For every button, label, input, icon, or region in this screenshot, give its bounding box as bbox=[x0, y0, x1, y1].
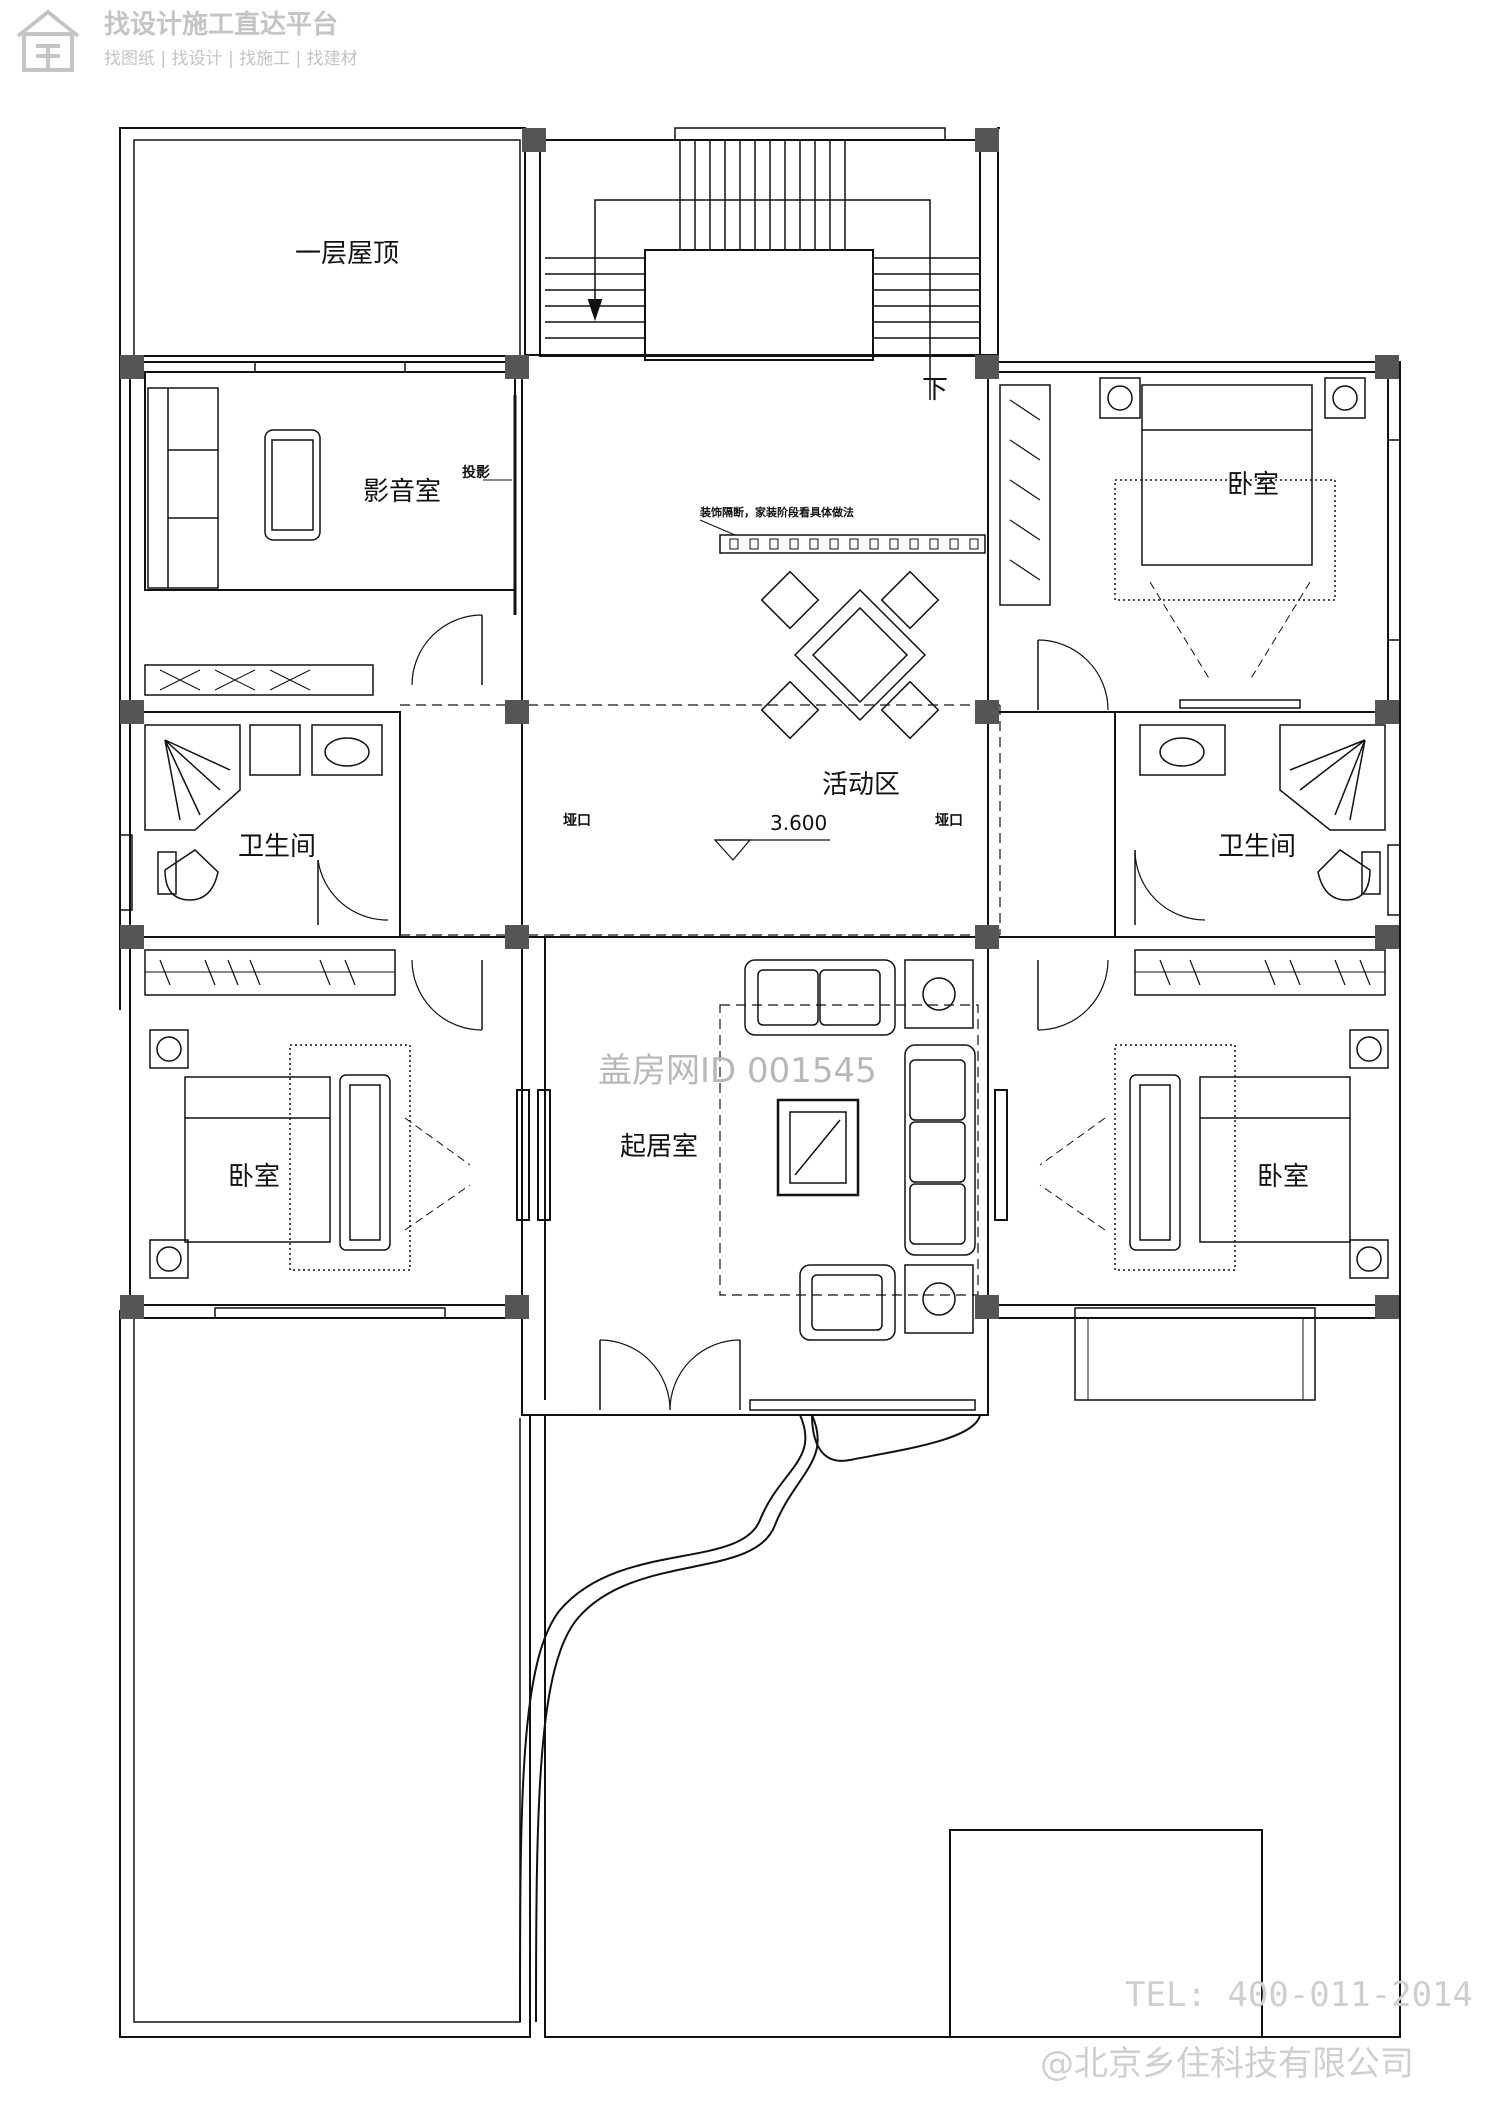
right-bed bbox=[1114, 1029, 1389, 1279]
activity-table bbox=[760, 570, 940, 740]
left-bath-fixtures bbox=[144, 724, 383, 901]
media-sofa bbox=[147, 387, 321, 589]
label-decor-note: 装饰隔断，家装阶段看具体做法 bbox=[699, 505, 854, 519]
label-living-room: 起居室 bbox=[620, 1132, 698, 1162]
house-logo-icon bbox=[16, 9, 80, 72]
label-roof: 一层屋顶 bbox=[295, 239, 399, 269]
label-projection: 投影 bbox=[462, 465, 490, 481]
partition-blocks bbox=[729, 538, 979, 550]
living-sofas bbox=[744, 959, 976, 1341]
stair-arrow-icon bbox=[587, 299, 603, 322]
stair-treads bbox=[545, 140, 980, 339]
opening-dashes bbox=[400, 704, 1001, 1416]
right-bath-fixtures bbox=[1139, 724, 1386, 901]
label-bedroom-top-right: 卧室 bbox=[1227, 470, 1279, 500]
stair-outline bbox=[539, 139, 981, 357]
label-activity-area: 活动区 bbox=[822, 770, 900, 800]
watermark-id: 盖房网ID 001545 bbox=[598, 1051, 877, 1091]
left-bed bbox=[149, 1029, 411, 1279]
label-bath-right: 卫生间 bbox=[1218, 832, 1296, 862]
footer-company: @北京乡住科技有限公司 bbox=[1040, 2044, 1414, 2084]
logo-title: 找设计施工直达平台 bbox=[104, 9, 338, 40]
label-bedroom-right: 卧室 bbox=[1257, 1162, 1309, 1192]
label-media-room: 影音室 bbox=[363, 477, 441, 507]
top-right-bed bbox=[1099, 377, 1366, 709]
logo-subtitle: 找图纸 | 找设计 | 找施工 | 找建材 bbox=[104, 49, 358, 69]
label-elevation: 3.600 bbox=[770, 811, 827, 835]
label-bedroom-left: 卧室 bbox=[228, 1162, 280, 1192]
label-bath-left: 卫生间 bbox=[238, 832, 316, 862]
site-logo: 找设计施工直达平台 找图纸 | 找设计 | 找施工 | 找建材 bbox=[16, 9, 358, 72]
label-stair-down: 下 bbox=[922, 375, 948, 405]
footer-tel: TEL: 400-011-2014 bbox=[1125, 1975, 1473, 2015]
columns bbox=[120, 128, 1399, 1319]
label-opening-right: 垭口 bbox=[935, 813, 963, 829]
label-opening-left: 垭口 bbox=[563, 813, 591, 829]
garden-path bbox=[519, 1414, 807, 2023]
